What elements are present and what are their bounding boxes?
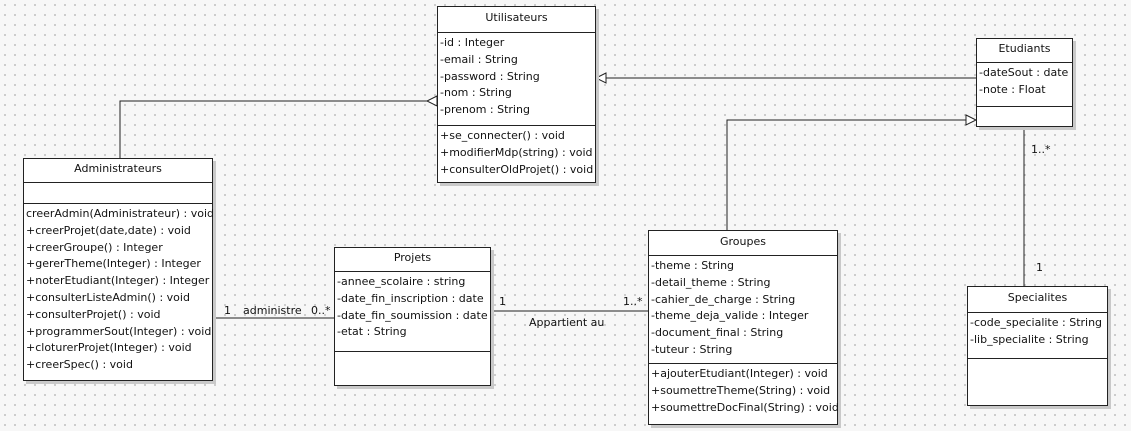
method: +creerGroupe() : Integer [26, 240, 163, 254]
multiplicity-label: 1 [499, 295, 506, 308]
methods-section: creerAdmin(Administrateur) : void +creer… [24, 204, 214, 374]
multiplicity-label: 0..* [311, 304, 331, 317]
method: +ajouterEtudiant(Integer) : void [651, 367, 828, 380]
class-title: Groupes [649, 231, 837, 256]
method: +creerSpec() : void [26, 358, 133, 372]
method: +cloturerProjet(Integer) : void [26, 341, 192, 355]
attribute: -note : Float [979, 82, 1046, 96]
method: +consulterOldProjet() : void [440, 162, 594, 176]
method: +programmerSout(Integer) : void [26, 324, 212, 338]
methods-section: +se_connecter() : void +modifierMdp(stri… [438, 126, 595, 178]
association-name: Appartient au [529, 316, 605, 329]
generalization-groupes-etudiants [726, 119, 976, 230]
method: +modifierMdp(string) : void [440, 145, 593, 159]
attribute: -document_final : String [651, 326, 784, 340]
multiplicity-label: 1 [1036, 261, 1043, 274]
attribute: -prenom : String [440, 103, 530, 117]
attribute: -date_fin_inscription : date [337, 291, 484, 305]
class-utilisateurs[interactable]: Utilisateurs -id : Integer -email : Stri… [437, 6, 596, 183]
attributes-section: -theme : String -detail_theme : String -… [649, 256, 837, 364]
attribute: -password : String [440, 69, 540, 83]
attribute: -tuteur : String [651, 342, 733, 356]
method: +se_connecter() : void [440, 129, 565, 142]
method: creerAdmin(Administrateur) : void [26, 207, 214, 220]
method: +consulterProjet() : void [26, 307, 161, 321]
attribute: -theme : String [651, 259, 735, 272]
class-projets[interactable]: Projets -annee_scolaire : string -date_f… [334, 247, 491, 386]
generalization-arrowhead [425, 95, 438, 107]
class-title: Projets [335, 248, 490, 272]
method: +gererTheme(Integer) : Integer [26, 257, 201, 271]
class-title: Administrateurs [24, 159, 212, 183]
attributes-section: -annee_scolaire : string -date_fin_inscr… [335, 272, 490, 352]
class-specialites[interactable]: Specialites -code_specialite : String -l… [967, 286, 1108, 406]
attribute: -cahier_de_charge : String [651, 292, 796, 306]
class-title: Utilisateurs [438, 7, 595, 33]
method: +soumettreTheme(String) : void [651, 383, 831, 397]
attributes-section [24, 183, 212, 204]
attribute: -id : Integer [440, 36, 505, 49]
method: +consulterListeAdmin() : void [26, 290, 190, 304]
methods-section [968, 359, 1107, 361]
method: +soumettreDocFinal(String) : void [651, 400, 839, 414]
generalization-arrowhead [594, 72, 607, 84]
attribute: -nom : String [440, 86, 512, 100]
multiplicity-label: 1 [224, 304, 231, 317]
generalization-arrowhead [965, 114, 978, 126]
method: +noterEtudiant(Integer) : Integer [26, 274, 210, 288]
class-title: Etudiants [977, 39, 1072, 63]
attribute: -annee_scolaire : string [337, 275, 466, 288]
attribute: -code_specialite : String [970, 316, 1103, 329]
multiplicity-label: 1..* [623, 295, 643, 308]
methods-section [335, 352, 490, 354]
methods-section [977, 107, 1072, 109]
method: +creerProjet(date,date) : void [26, 223, 191, 237]
attribute: -email : String [440, 52, 518, 66]
attribute: -theme_deja_valide : Integer [651, 309, 809, 323]
association-name: administre [243, 304, 302, 317]
attribute: -dateSout : date [979, 66, 1069, 79]
generalization-admin-utilisateurs [119, 100, 437, 158]
attribute: -detail_theme : String [651, 275, 771, 289]
class-administrateurs[interactable]: Administrateurs creerAdmin(Administrateu… [23, 158, 214, 381]
attribute: -lib_specialite : String [970, 332, 1089, 346]
attributes-section: -id : Integer -email : String -password … [438, 33, 595, 126]
class-etudiants[interactable]: Etudiants -dateSout : date -note : Float [976, 38, 1073, 127]
attributes-section: -dateSout : date -note : Float [977, 63, 1072, 107]
attribute: -etat : String [337, 325, 407, 339]
methods-section: +ajouterEtudiant(Integer) : void +soumet… [649, 364, 839, 416]
attributes-section: -code_specialite : String -lib_specialit… [968, 313, 1107, 359]
class-groupes[interactable]: Groupes -theme : String -detail_theme : … [648, 230, 839, 425]
attribute: -date_fin_soumission : date [337, 308, 488, 322]
multiplicity-label: 1..* [1031, 143, 1051, 156]
class-title: Specialites [968, 287, 1107, 313]
